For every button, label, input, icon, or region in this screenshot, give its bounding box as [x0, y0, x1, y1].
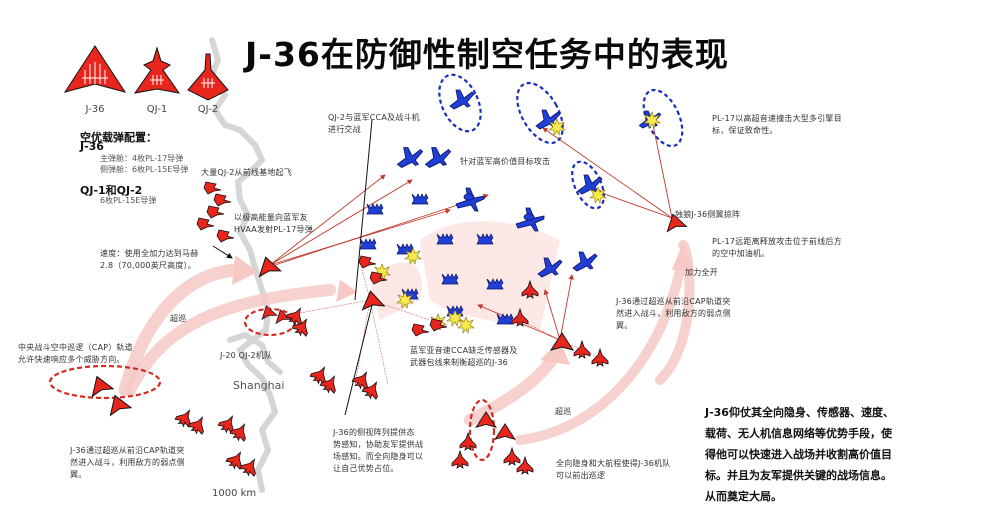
annotation-j36-left-flank: J-36通过超巡从前沿CAP轨道突 然进入战斗，利用敌方的弱点侧 翼。: [70, 446, 185, 479]
annotation-j20-qj2: J-20 QJ-2机队: [220, 351, 273, 360]
annotation-supercruise-bottom: 超巡: [555, 407, 572, 416]
map-scale: 1000 km: [212, 488, 257, 499]
summary-line: 载荷、无人机信息网络等优势手段，使: [705, 427, 892, 440]
annotation-afterburner: 加力全开: [685, 268, 718, 277]
summary-line: 得他可以快速进入战场并收割高价值目: [705, 448, 892, 461]
loadout-j36-side-bay: 侧弹舱：6枚PL-15E导弹: [100, 165, 189, 174]
annotation-central-cap: 中央战斗空中巡逻（CAP）轨道 允许快速响应多个威胁方向。: [18, 343, 133, 364]
annotation-hvt-attack: 针对蓝军高价值目标攻击: [460, 157, 551, 166]
annotation-hvaa-strike: 以极高能量向蓝军友 HVAA发射PL-17导弹: [234, 213, 313, 234]
loadout-j36-name: J-36: [80, 140, 104, 153]
legend-label-j36: J-36: [85, 104, 105, 115]
legend-qj2-icon: [187, 53, 229, 101]
summary-line: J-36仰仗其全向隐身、传感器、速度、: [705, 406, 894, 419]
map-city-label: Shanghai: [233, 379, 285, 392]
engagement-zone: [370, 221, 560, 330]
legend-label-qj1: QJ-1: [146, 104, 168, 115]
summary-text: J-36仰仗其全向隐身、传感器、速度、 载荷、无人机信息网络等优势手段，使 得他…: [705, 402, 945, 507]
loadout-j36-main-bay: 主弹舱：4枚PL-17导弹: [100, 154, 184, 163]
annotation-pl17-hypersonic: PL-17以高超音速撞击大型多引擎目 标，保证致命性。: [712, 114, 842, 135]
annotation-forward-patrol: 全向隐身和大航程使得J-36机队 可以前出巡逻: [556, 459, 671, 480]
summary-line: 从而奠定大局。: [705, 490, 782, 503]
annotation-qj2-takeoff: 大量QJ-2从前线基地起飞: [201, 168, 292, 177]
annotation-pl17-tanker: PL-17远距离释放攻击位于前线后方 的空中加油机。: [712, 237, 842, 258]
annotation-qj2-engage: QJ-2与蓝军CCA及战斗机 进行交战: [328, 113, 420, 134]
page-title: J-36在防御性制空任务中的表现: [245, 35, 729, 74]
summary-line: 标。并且为友军提供关键的战场信息。: [705, 469, 892, 482]
annotation-lone-wolf: 独狼J-36侧翼掠阵: [675, 210, 741, 219]
flow-arrows: [118, 240, 695, 445]
annotation-supercruise-left: 超巡: [170, 314, 187, 323]
annotation-side-array: J-36的侧视阵列提供态 势感知，协助友军提供战 场感知。而全向隐身可以 让自己…: [333, 428, 424, 473]
loadout-qj-bay: 6枚PL-15E导弹: [100, 196, 157, 205]
annotation-j36-right-flank: J-36通过超巡从前沿CAP轨道突 然进入战斗，利用敌方的弱点侧 翼。: [616, 297, 731, 330]
legend-label-qj2: QJ-2: [197, 104, 219, 115]
loadout-qj-name: QJ-1和QJ-2: [80, 184, 143, 197]
missile-tracks: [269, 119, 673, 341]
pointer-lines: [212, 119, 373, 416]
legend-j36-icon: [63, 45, 127, 93]
legend-qj1-icon: [133, 46, 181, 94]
annotation-blue-cca: 蓝军亚音速CCA缺乏传感器及 武器包线来制衡超巡的J-36: [410, 346, 518, 367]
loadout-heading: 空优载弹配置：: [80, 131, 157, 144]
annotation-speed: 速度：使用全加力达到马赫 2.8（70,000英尺高度）。: [100, 249, 199, 270]
coastline-map: [206, 37, 283, 493]
